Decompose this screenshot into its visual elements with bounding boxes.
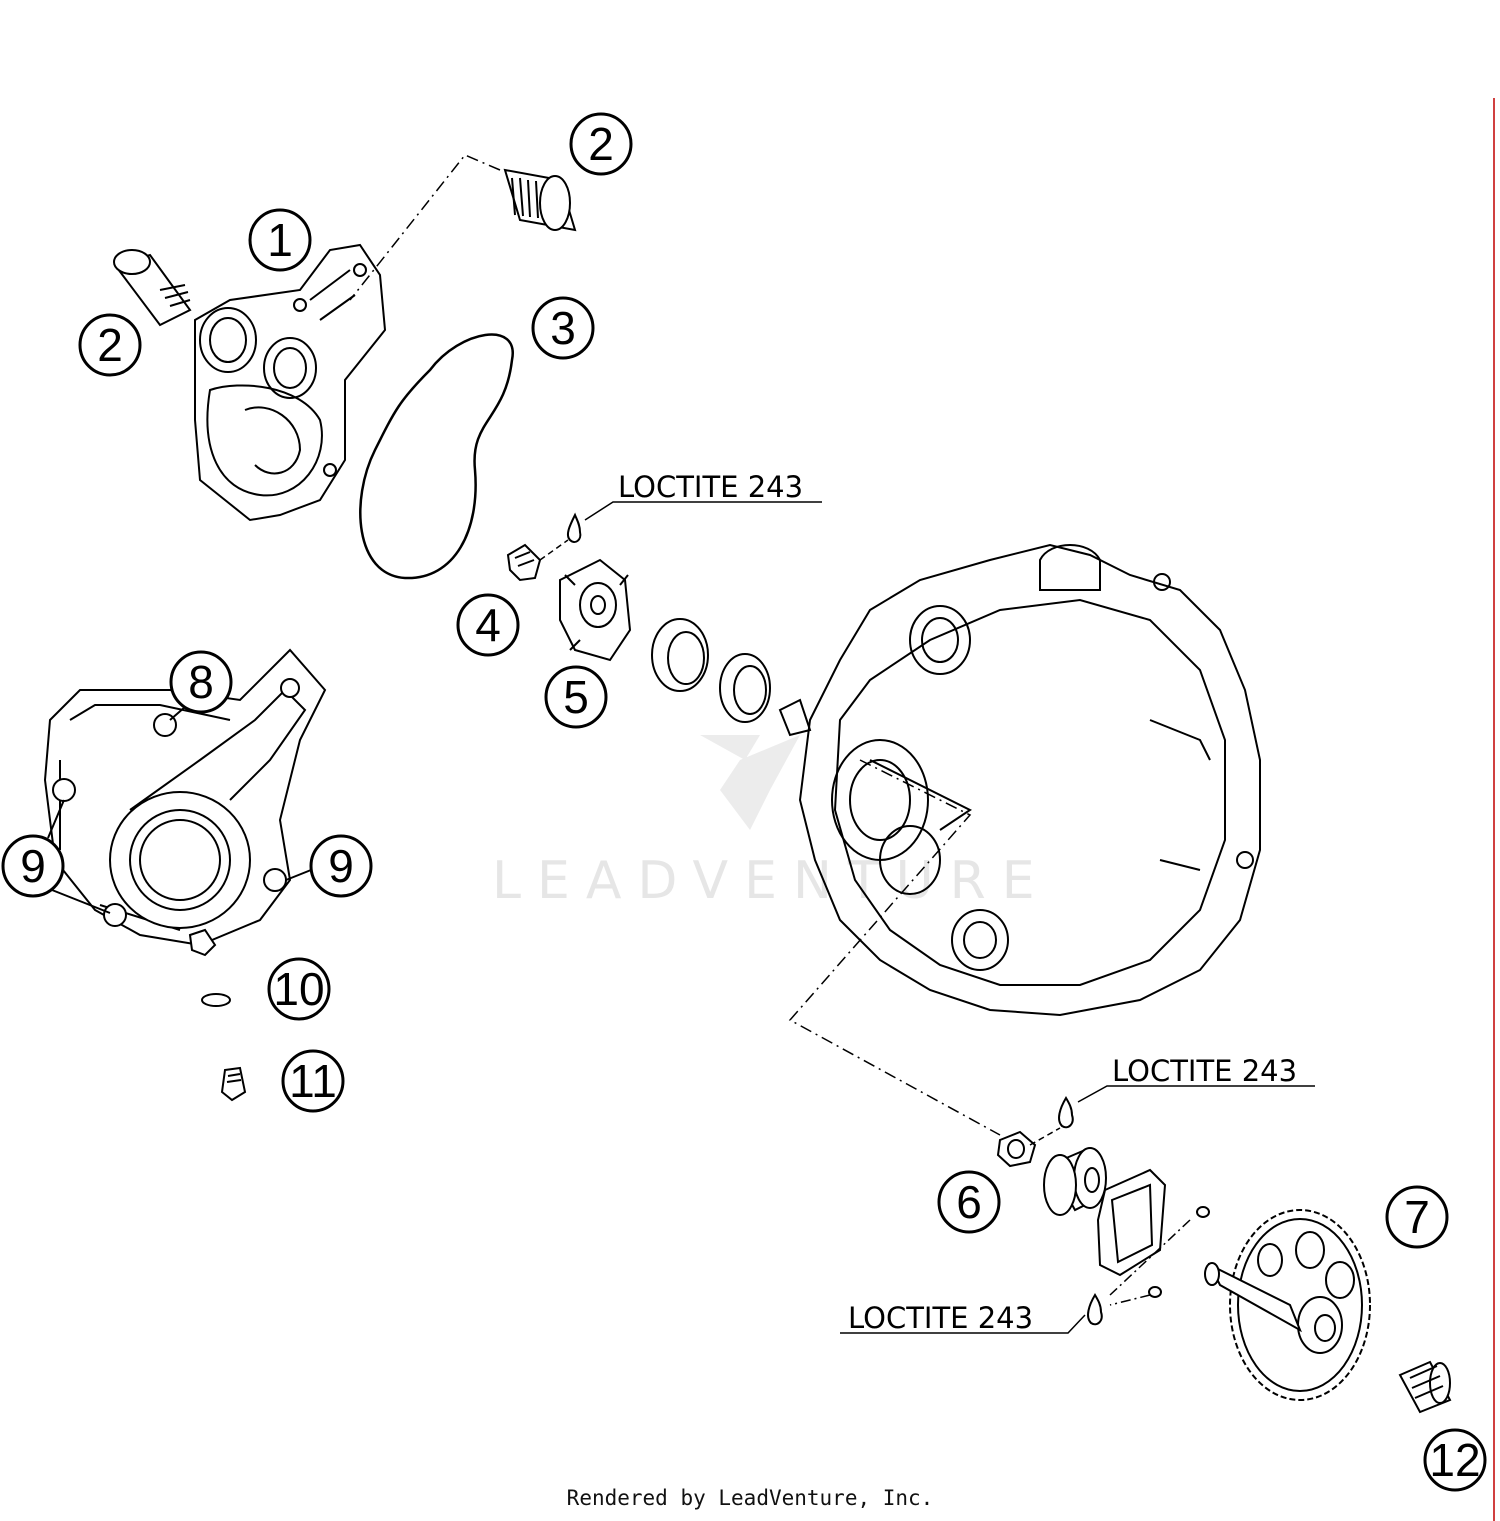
callout-12: 12 [1423,1428,1487,1492]
callout-1-label: 1 [267,214,293,266]
bearing-retainer-plate [1096,1168,1210,1298]
callout-2-upper-label: 2 [588,118,614,170]
callout-9-right-leader [285,869,312,881]
callout-3-label: 3 [550,302,576,354]
callout-11: 11 [281,1049,345,1113]
watermark-text: LEADVENTURE [492,851,1051,911]
callout-4-label: 4 [475,599,501,651]
part-5-impeller [559,558,632,662]
callout-9-left: 9 [1,834,65,898]
loctite-label-top: LOCTITE 243 [618,470,803,504]
leader-line-fitting [349,154,501,301]
loctite-top-dash [539,539,569,561]
callout-1: 1 [248,208,312,272]
callout-9-left-leaders [47,799,111,914]
callout-6-label: 6 [956,1176,982,1228]
part-12-needle-bearing [1398,1360,1452,1414]
part-7-gear-shaft [1204,1209,1371,1401]
loctite-middle-leader [1077,1085,1315,1103]
loctite-top-leader [584,501,822,521]
callout-11-label: 11 [289,1055,337,1107]
part-2-fitting-left [113,249,192,327]
loctite-label-middle: LOCTITE 243 [1112,1054,1297,1088]
callout-10-label: 10 [273,963,324,1015]
callout-3: 3 [531,296,595,360]
part-2-fitting-upper [503,168,577,232]
part-10-washer [201,993,231,1007]
crankcase-cover [778,543,1261,1017]
callout-2-left: 2 [78,313,142,377]
loctite-label-bottom: LOCTITE 243 [848,1301,1033,1335]
callout-9-left-label: 9 [20,840,46,892]
callout-7-label: 7 [1404,1191,1430,1243]
loctite-drop-bottom [1087,1293,1103,1326]
footer-credit: Rendered by LeadVenture, Inc. [566,1486,934,1510]
callout-6: 6 [937,1170,1001,1234]
seal-ring-2 [719,653,771,723]
callout-2-upper: 2 [569,112,633,176]
part-3-gasket [359,333,514,580]
bearing [1043,1147,1107,1216]
callout-7: 7 [1385,1185,1449,1249]
watermark: LEADVENTURE [492,735,1051,911]
part-11-screw [220,1066,247,1102]
callout-8-leader [169,706,186,721]
callout-8: 8 [169,650,233,714]
loctite-bottom-leader [840,1314,1086,1334]
leader-line-screws [1109,1219,1191,1306]
callout-5-label: 5 [563,671,589,723]
callout-9-right: 9 [309,834,373,898]
loctite-middle-dash [1029,1127,1061,1146]
seal-ring-1 [651,618,709,692]
callout-4: 4 [456,593,520,657]
callout-5: 5 [544,665,608,729]
callout-9-right-label: 9 [328,840,354,892]
leader-line-crankcase [788,759,1001,1136]
callout-8-label: 8 [188,656,214,708]
part-1-pump-housing [194,243,387,522]
part-8-9-pump-cover [43,648,327,957]
part-4-bolt [506,543,542,582]
loctite-drop-top [566,512,582,543]
callout-10: 10 [267,957,331,1021]
callout-2-left-label: 2 [97,319,123,371]
loctite-drop-middle [1058,1096,1074,1129]
part-6-nut [996,1130,1037,1168]
callout-12-label: 12 [1429,1434,1480,1486]
